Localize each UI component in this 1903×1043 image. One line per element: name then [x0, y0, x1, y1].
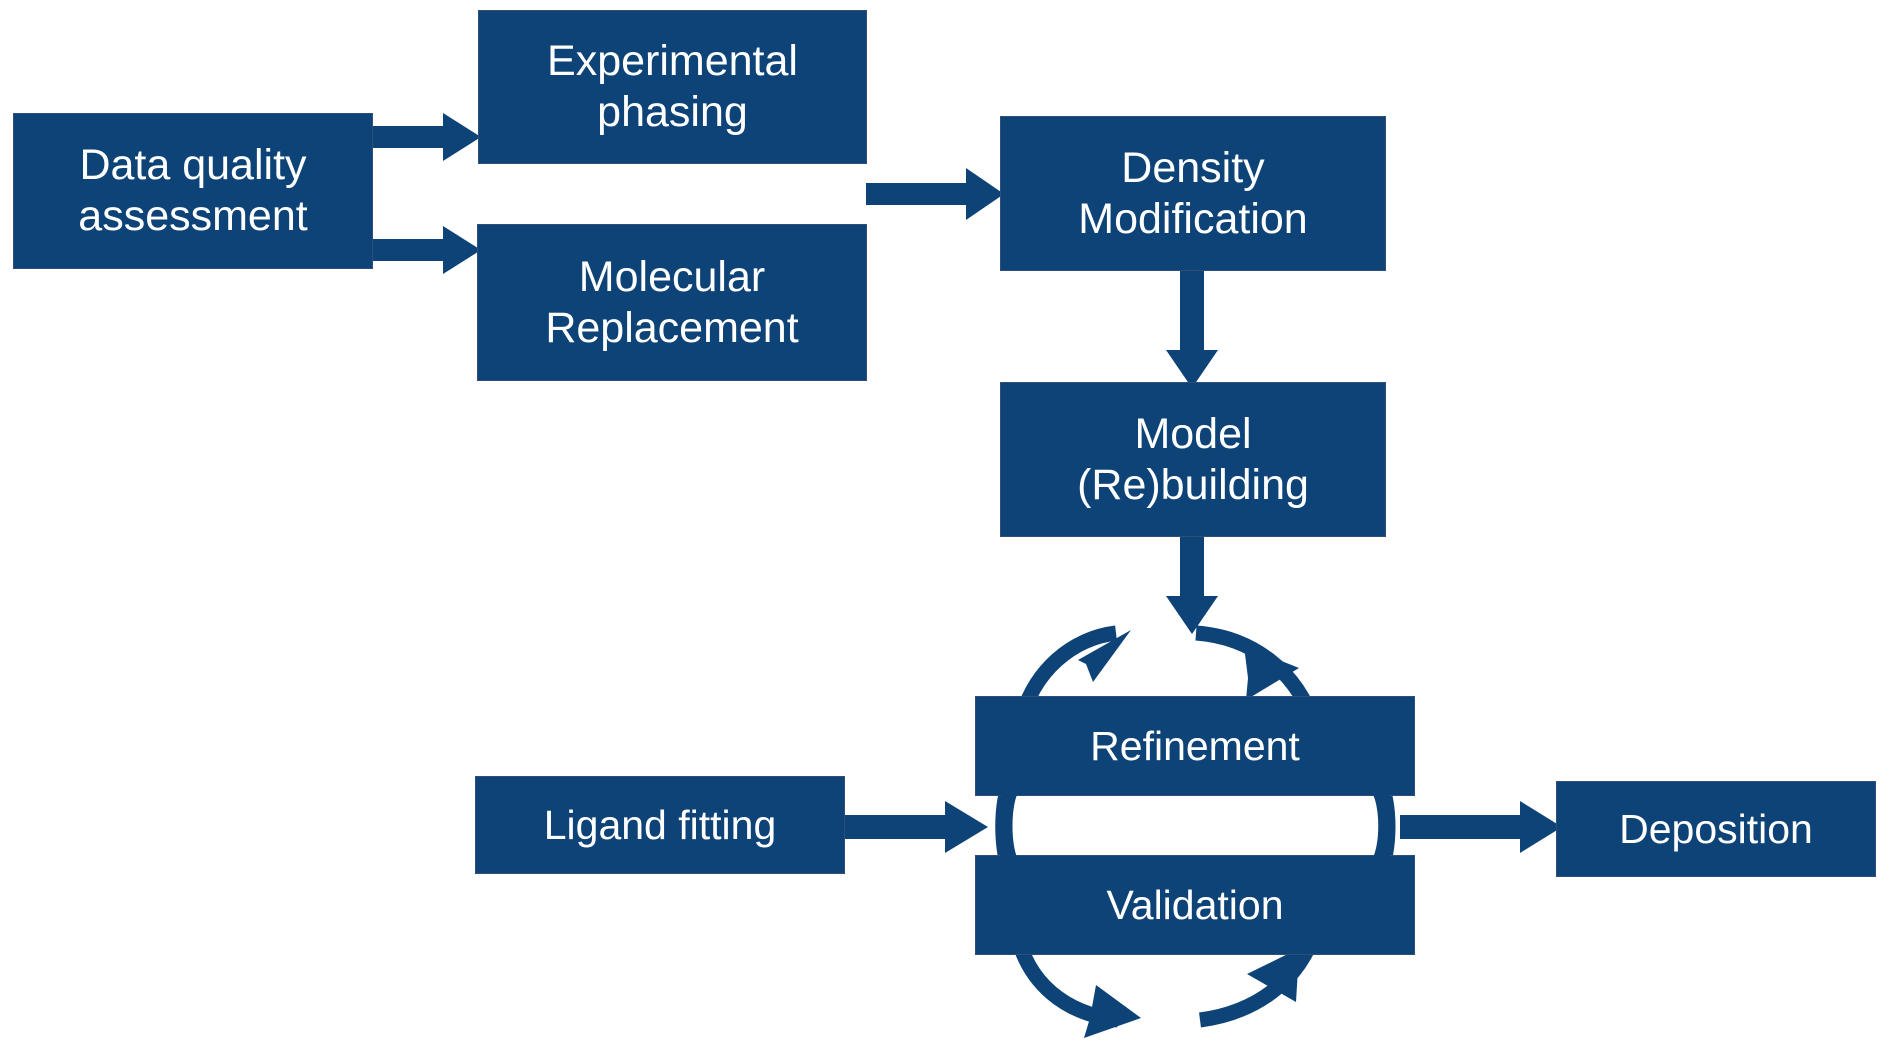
- node-label-line2: assessment: [78, 192, 308, 240]
- node-label-line1: Deposition: [1619, 805, 1813, 852]
- arrow-dataquality-to-expphasing: [373, 113, 481, 161]
- node-model-rebuilding[interactable]: Model (Re)building: [1000, 382, 1386, 537]
- arrow-modelbuild-to-refinement: [1166, 536, 1218, 634]
- node-label-line1: Density: [1121, 143, 1265, 192]
- refinement-validation-cycle-icon: [995, 625, 1396, 1038]
- node-label-line1: Model: [1134, 409, 1252, 458]
- node-deposition[interactable]: Deposition: [1556, 781, 1876, 877]
- cycle-right-connector: [1372, 786, 1394, 866]
- node-refinement[interactable]: Refinement: [975, 696, 1415, 796]
- node-validation[interactable]: Validation: [975, 855, 1415, 955]
- node-molecular-replacement[interactable]: Molecular Replacement: [477, 224, 867, 381]
- node-label-line1: Molecular: [578, 252, 766, 301]
- node-label-line2: phasing: [597, 88, 748, 136]
- node-label-line1: Validation: [1106, 881, 1284, 928]
- node-label-line1: Ligand fitting: [543, 801, 777, 848]
- node-experimental-phasing[interactable]: Experimental phasing: [478, 10, 867, 164]
- node-density-modification[interactable]: Density Modification: [1000, 116, 1386, 271]
- node-label-line1: Refinement: [1090, 722, 1300, 769]
- node-label-line2: Modification: [1078, 194, 1308, 243]
- arrow-phasing-to-densitymod: [866, 168, 1004, 220]
- cycle-left-connector: [997, 786, 1018, 866]
- node-label-line2: Replacement: [545, 303, 799, 352]
- arrow-cycle-to-deposition: [1400, 801, 1562, 853]
- node-ligand-fitting[interactable]: Ligand fitting: [475, 776, 845, 874]
- node-label-line2: (Re)building: [1077, 460, 1309, 509]
- node-label-line1: Data quality: [79, 141, 307, 190]
- arrow-ligandfitting-to-cycle: [845, 801, 988, 853]
- node-data-quality-assessment[interactable]: Data quality assessment: [13, 113, 373, 269]
- arrow-densitymod-to-modelbuild: [1166, 270, 1218, 388]
- arrow-dataquality-to-molrep: [373, 226, 481, 274]
- node-label-line1: Experimental: [547, 37, 798, 86]
